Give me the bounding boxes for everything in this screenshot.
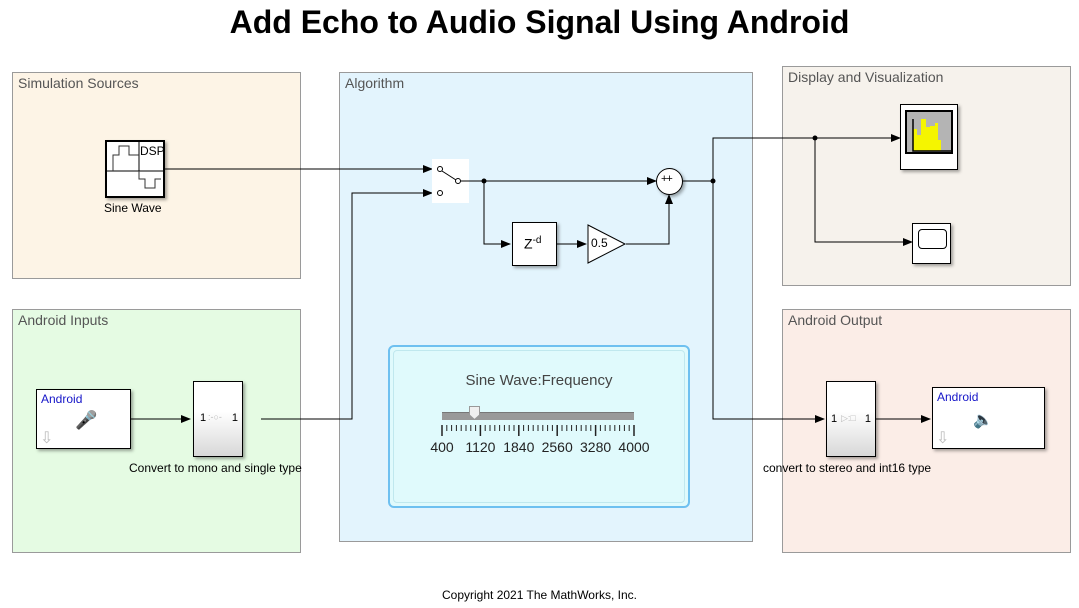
line-gain-to-sum — [626, 194, 673, 245]
convert-stereo-label: convert to stereo and int16 type — [763, 461, 932, 475]
port-in-label: 1 — [200, 412, 207, 424]
delay-text: Z-d — [524, 235, 541, 252]
down-arrow-icon: ⇩ — [936, 430, 950, 447]
audio-capture-block[interactable]: Android 🎤 ⇩ — [36, 389, 131, 449]
switch-icon — [437, 166, 469, 196]
line-convert-to-switch — [261, 189, 433, 420]
port-out-label: 1 — [231, 412, 238, 424]
speaker-icon: 🔈 — [973, 412, 993, 429]
convert-icon: ▷:□ — [841, 413, 856, 423]
area-label: Simulation Sources — [18, 75, 139, 91]
sine-wave-label: Sine Wave — [104, 201, 162, 215]
sine-wave-icon — [107, 142, 163, 189]
slider-ticks — [441, 425, 635, 436]
tick-label: 2560 — [541, 439, 573, 455]
convert-stereo-block[interactable]: 1 ▷:□ 1 — [826, 381, 876, 457]
copyright-notice: Copyright 2021 The MathWorks, Inc. — [442, 588, 637, 602]
dsp-text: DSP — [140, 144, 165, 158]
sum-block[interactable]: ++ — [656, 168, 683, 195]
convert-icon: :-○- — [208, 412, 222, 422]
android-brand: Android — [937, 390, 979, 404]
branch-point — [481, 178, 487, 184]
delay-z: Z — [524, 235, 533, 252]
model-title: Add Echo to Audio Signal Using Android — [229, 4, 850, 40]
spectrum-analyzer-block[interactable] — [900, 104, 958, 170]
line-to-convert-out — [712, 181, 825, 423]
convert-mono-label: Convert to mono and single type — [129, 461, 302, 475]
slider-title: Sine Wave:Frequency — [465, 372, 613, 389]
line-to-scope — [814, 138, 913, 246]
sum-signs: ++ — [661, 173, 673, 185]
convert-mono-block[interactable]: 1 :-○- 1 — [193, 381, 243, 457]
area-label: Algorithm — [345, 75, 405, 91]
panel-inner-border — [393, 350, 685, 503]
gain-triangle — [587, 224, 627, 264]
branch-point — [710, 178, 716, 184]
sine-wave-block[interactable]: DSP — [105, 140, 165, 198]
area-label: Android Inputs — [18, 312, 109, 328]
tick-label: 3280 — [580, 439, 612, 455]
line-branch-to-delay — [483, 181, 511, 248]
delay-exponent: -d — [532, 235, 542, 246]
manual-switch-block[interactable] — [432, 159, 469, 203]
tick-label: 4000 — [618, 439, 650, 455]
slider-track[interactable] — [442, 412, 634, 420]
gain-block[interactable]: 0.5 — [587, 224, 627, 264]
audio-playback-block[interactable]: Android 🔈 ⇩ — [932, 387, 1045, 449]
gain-value: 0.5 — [591, 236, 608, 250]
branch-point — [812, 135, 818, 141]
port-in-label: 1 — [831, 413, 838, 425]
delay-block[interactable]: Z-d — [512, 222, 557, 266]
port-out-label: 1 — [864, 413, 871, 425]
spectrum-icon — [905, 110, 953, 154]
slider-thumb[interactable] — [469, 406, 480, 421]
area-label: Android Output — [788, 312, 883, 328]
tick-label: 1120 — [465, 439, 496, 455]
area-label: Display and Visualization — [788, 69, 944, 85]
tick-label: 400 — [430, 439, 454, 455]
down-arrow-icon: ⇩ — [40, 430, 54, 447]
tick-label: 1840 — [503, 439, 535, 455]
line-sum-out — [683, 134, 901, 182]
android-brand: Android — [41, 392, 83, 406]
scope-icon — [918, 229, 947, 249]
microphone-icon: 🎤 — [75, 410, 98, 430]
frequency-slider-panel: Sine Wave:Frequency 400 1120 1840 2560 3280 4… — [388, 345, 690, 508]
scope-block[interactable] — [912, 223, 951, 264]
